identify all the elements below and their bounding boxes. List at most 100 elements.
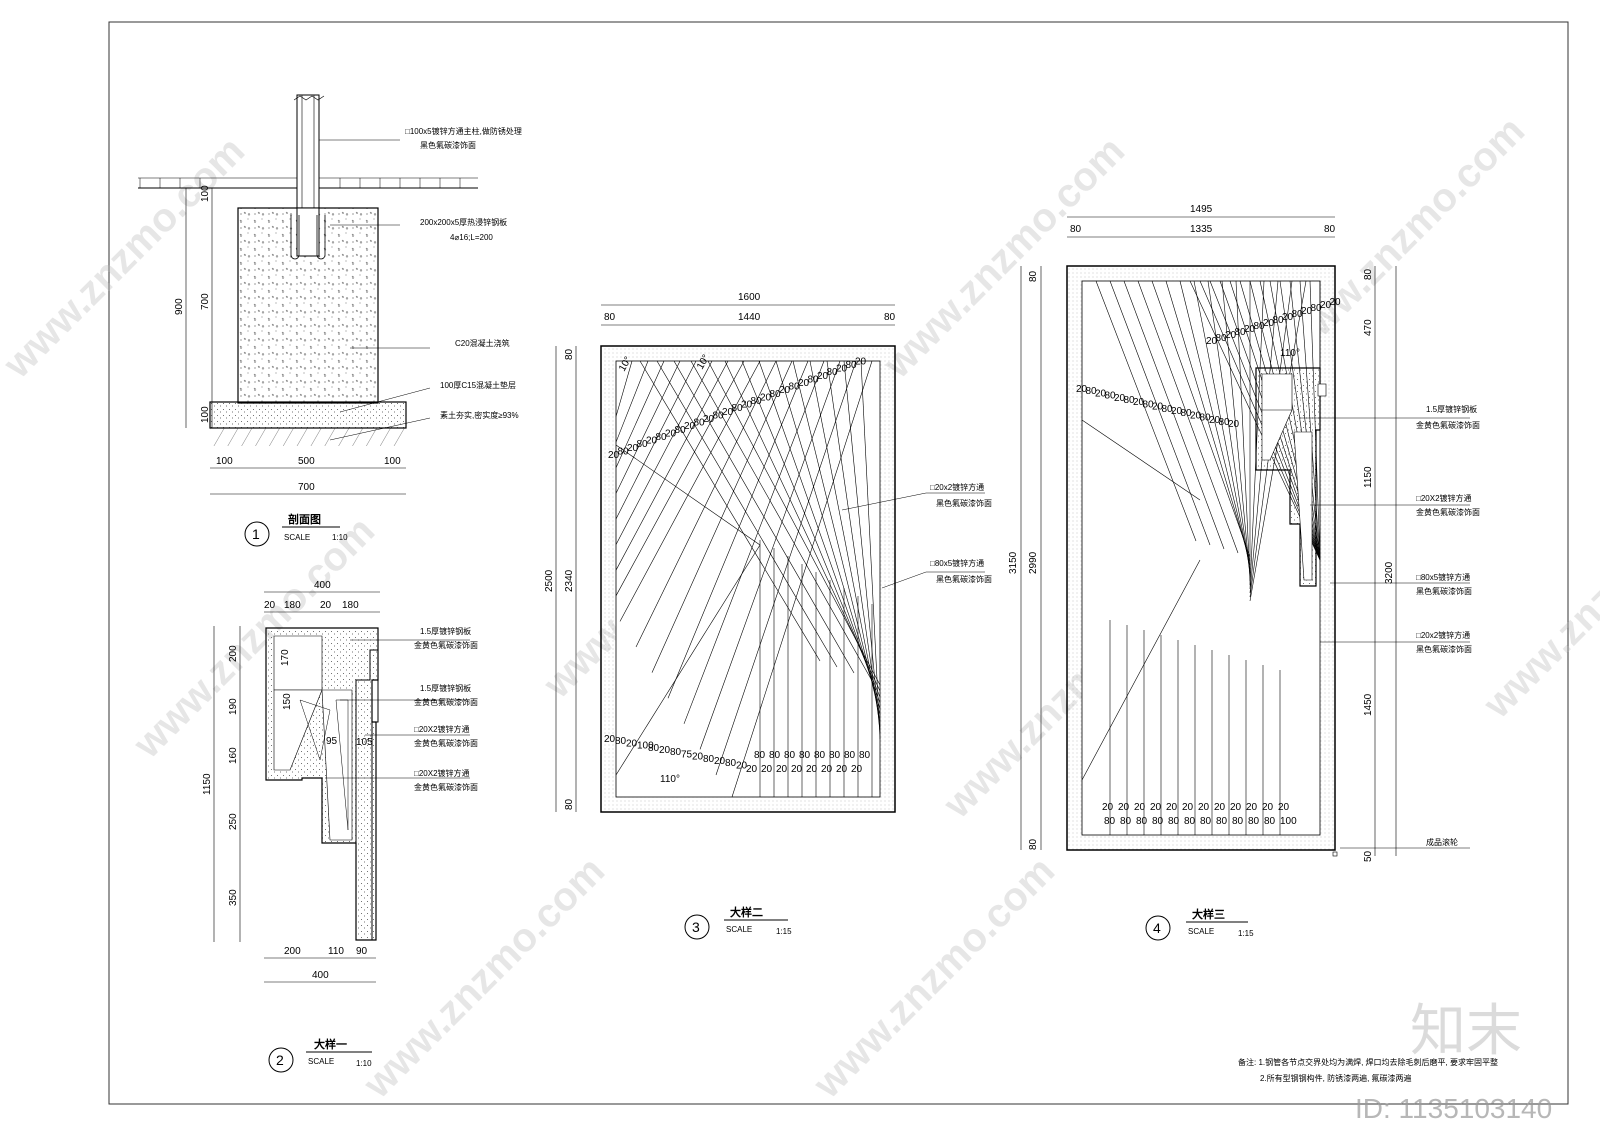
dim-text: 20 xyxy=(703,414,715,425)
dim-text: 110° xyxy=(1280,348,1300,359)
tube-line xyxy=(792,360,881,716)
dim-text: 110° xyxy=(660,774,680,785)
note-text: 黑色氟碳漆饰面 xyxy=(420,140,476,150)
dim-text: 80 xyxy=(732,403,744,414)
dim-text: 100 xyxy=(637,741,654,752)
tube-line xyxy=(1179,280,1251,566)
dim-text: 20 xyxy=(1206,336,1218,347)
dim-text: 20 xyxy=(659,745,671,756)
dim-text: 20 xyxy=(836,764,848,775)
dim-text: 20 xyxy=(1152,402,1164,413)
dim-text: 190 xyxy=(228,698,239,715)
dim-text: 3200 xyxy=(1384,561,1395,584)
dim-text: 80 xyxy=(829,750,841,761)
dim-text: 80 xyxy=(1028,270,1039,282)
dim-text: 80 xyxy=(814,750,826,761)
tube-line xyxy=(724,360,881,692)
tube-line xyxy=(1123,280,1225,550)
note-text: □20x2镀锌方通 xyxy=(930,482,984,492)
dim-text: 20 xyxy=(1320,300,1332,311)
dim-text: 80 xyxy=(1181,408,1193,419)
tube-line xyxy=(615,360,665,468)
dim-text: 80 xyxy=(1162,404,1174,415)
dim-text: 20 xyxy=(836,364,848,375)
note-text: 金黄色氟碳漆饰面 xyxy=(414,782,478,792)
dim-text: 80 xyxy=(1184,816,1196,827)
dim-text: 80 xyxy=(1168,816,1180,827)
dim-text: 80 xyxy=(799,750,811,761)
dim-text: 20 xyxy=(1118,802,1130,813)
dim-text: 80 xyxy=(1232,816,1244,827)
dim-text: 80 xyxy=(1292,309,1304,320)
dim-text: 80 xyxy=(884,312,896,323)
dim-text: 2990 xyxy=(1028,551,1039,574)
tube-line xyxy=(615,360,729,571)
sheet-border xyxy=(108,21,1569,1105)
tube-line xyxy=(615,360,633,417)
dim-text: 20 xyxy=(1134,802,1146,813)
remark-line: 备注: 1.钢管各节点交界处均为满焊, 焊口均去除毛刺后磨平, 要求牢固平整 xyxy=(1238,1057,1498,1067)
dim-text: 20 xyxy=(1182,802,1194,813)
tube-line xyxy=(741,360,881,698)
dim-text: 20 xyxy=(1102,802,1114,813)
dim-text: 20 xyxy=(817,371,829,382)
dim-text: 200 xyxy=(284,946,301,957)
dim-text: 500 xyxy=(298,456,315,467)
tube-line xyxy=(673,360,855,674)
dim-text: 170 xyxy=(280,649,291,666)
dim-text: 20 xyxy=(1114,393,1126,404)
dim-text: 160 xyxy=(228,747,239,764)
note-text: □20X2镀锌方通 xyxy=(1416,493,1472,503)
dim-text: 80 xyxy=(1028,838,1039,850)
dim-text: 80 xyxy=(1264,816,1276,827)
dim-row-upper: 2080208020802080208020802080208020802080… xyxy=(608,356,867,461)
dim-text: 80 xyxy=(637,439,649,450)
drawing-number: 4 xyxy=(1153,920,1161,936)
scale-value: 1:10 xyxy=(356,1059,372,1068)
dim-text: 105 xyxy=(356,737,373,748)
dim-text: 20 xyxy=(1150,802,1162,813)
note-text: □20x2镀锌方通 xyxy=(1416,630,1470,640)
tube-line xyxy=(1221,280,1251,578)
dim-text: 80 xyxy=(1216,816,1228,827)
dim-text: 20 xyxy=(1262,802,1274,813)
dim-text: 80 xyxy=(1086,386,1098,397)
tube-line xyxy=(1193,280,1251,570)
dim-text: 400 xyxy=(314,580,331,591)
scale-value: 1:10 xyxy=(332,533,348,542)
dim-text: 20 xyxy=(761,764,773,775)
dim-text: 80 xyxy=(725,758,737,769)
drawing-1-section: 100 700 900 100 100 500 100 700 □100x5镀锌… xyxy=(138,94,522,547)
tube-line xyxy=(615,360,649,443)
note-text: 成品滚轮 xyxy=(1426,837,1458,847)
tube-line xyxy=(615,444,761,546)
scale-label: SCALE xyxy=(1188,927,1214,936)
drawing-2-detail: 400 20 180 20 180 1150 200 190 160 250 3… xyxy=(202,580,478,1073)
dim-text: 20 xyxy=(806,764,818,775)
dim-text: 80 xyxy=(1324,224,1336,235)
drawing-number: 3 xyxy=(692,919,700,935)
note-text: 1.5厚镀锌钢板 xyxy=(1426,404,1477,414)
watermark-logo: 知末 xyxy=(1410,999,1522,1062)
note-text: 金黄色氟碳漆饰面 xyxy=(414,738,478,748)
tube-line xyxy=(775,360,881,710)
note-text: 1.5厚镀锌钢板 xyxy=(420,626,471,636)
dim-text: 110 xyxy=(328,946,344,957)
dim-text: 20 xyxy=(1133,397,1145,408)
tube-line xyxy=(758,360,881,704)
dim-text: 20 xyxy=(604,734,616,745)
dim-text: 2340 xyxy=(564,569,575,592)
tube-line xyxy=(635,360,777,648)
note-text: 黑色氟碳漆饰面 xyxy=(1416,586,1472,596)
tube-line xyxy=(1137,280,1239,554)
note-text: □20X2镀锌方通 xyxy=(414,768,470,778)
tube-line xyxy=(1165,280,1251,562)
dim-text: 20 xyxy=(791,764,803,775)
dim-text: 80 xyxy=(1143,399,1155,410)
dim-text: 150 xyxy=(282,693,293,710)
